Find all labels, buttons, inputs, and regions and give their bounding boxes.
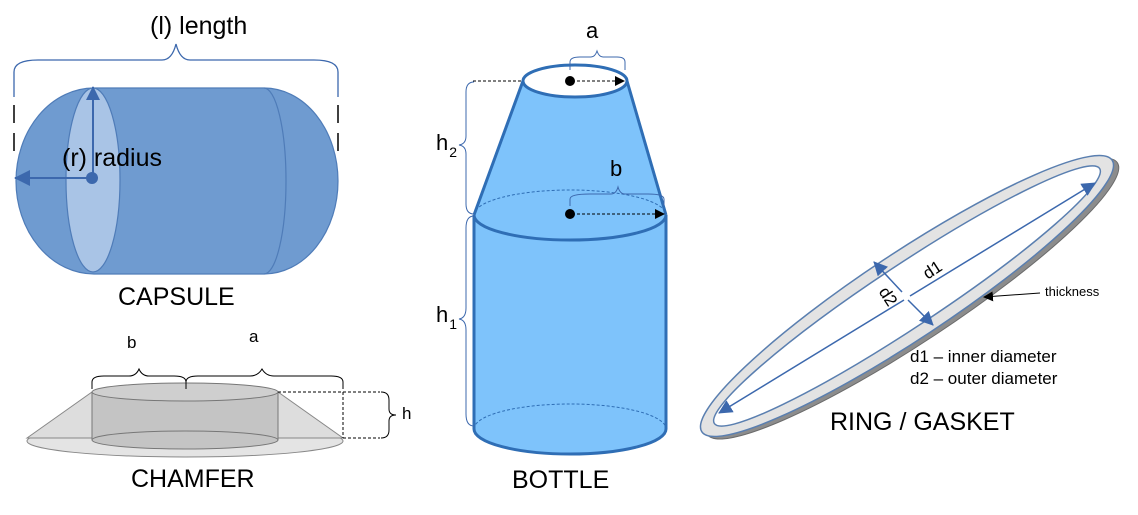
capsule-length-label: (l) length: [150, 12, 248, 40]
ring-legend-d2: d2 – outer diameter: [910, 369, 1058, 388]
chamfer-h-brace: [380, 391, 397, 439]
bottle-a-label: a: [586, 18, 599, 43]
ring-thickness-label: thickness: [1045, 284, 1100, 299]
chamfer-caption: CHAMFER: [131, 465, 255, 493]
bottle-mid-center-dot: [565, 209, 575, 219]
ring-d2-arrow-a: [873, 261, 903, 293]
bottle-figure: [458, 49, 668, 456]
capsule-radius-label: (r) radius: [62, 144, 163, 172]
capsule-body: [15, 87, 339, 275]
ring-d2-arrow-b: [907, 299, 934, 326]
chamfer-bottom-ellipse: [91, 430, 279, 450]
bottle-shoulder-back: [473, 189, 667, 216]
bottle-h1-label: h1: [436, 302, 458, 332]
bottle-body: [474, 81, 666, 454]
chamfer-b-brace: [91, 367, 187, 389]
chamfer-a-label: a: [249, 327, 259, 346]
chamfer-figure: [25, 367, 397, 458]
ring-caption: RING / GASKET: [830, 408, 1015, 436]
ring-legend-d1: d1 – inner diameter: [910, 347, 1057, 366]
bottle-h2-brace: [458, 81, 475, 215]
bottle-a-brace: [569, 49, 626, 70]
capsule-right-seam: [263, 87, 287, 275]
bottle-top-center-dot: [565, 76, 575, 86]
ring-figure: [699, 154, 1120, 440]
chamfer-a-brace: [185, 367, 344, 389]
bottle-caption: BOTTLE: [512, 466, 610, 494]
capsule-center-dot: [86, 172, 98, 184]
capsule-figure: [13, 43, 339, 275]
bottle-h2-label: h2: [436, 130, 458, 160]
bottle-b-label: b: [610, 156, 623, 181]
ring-d1-arrow-a: [909, 182, 1096, 297]
length-brace: [13, 43, 339, 97]
capsule-caption: CAPSULE: [118, 283, 235, 311]
bottle-shoulder-front: [472, 214, 668, 242]
bottle-b-brace: [569, 185, 665, 206]
bottle-h1-brace: [458, 215, 475, 427]
chamfer-h-label: h: [402, 404, 412, 423]
thickness-pointer: [983, 291, 1041, 302]
ring-d1-arrow-b: [718, 299, 905, 414]
chamfer-top-ellipse: [91, 382, 279, 402]
chamfer-b-label: b: [127, 333, 137, 352]
